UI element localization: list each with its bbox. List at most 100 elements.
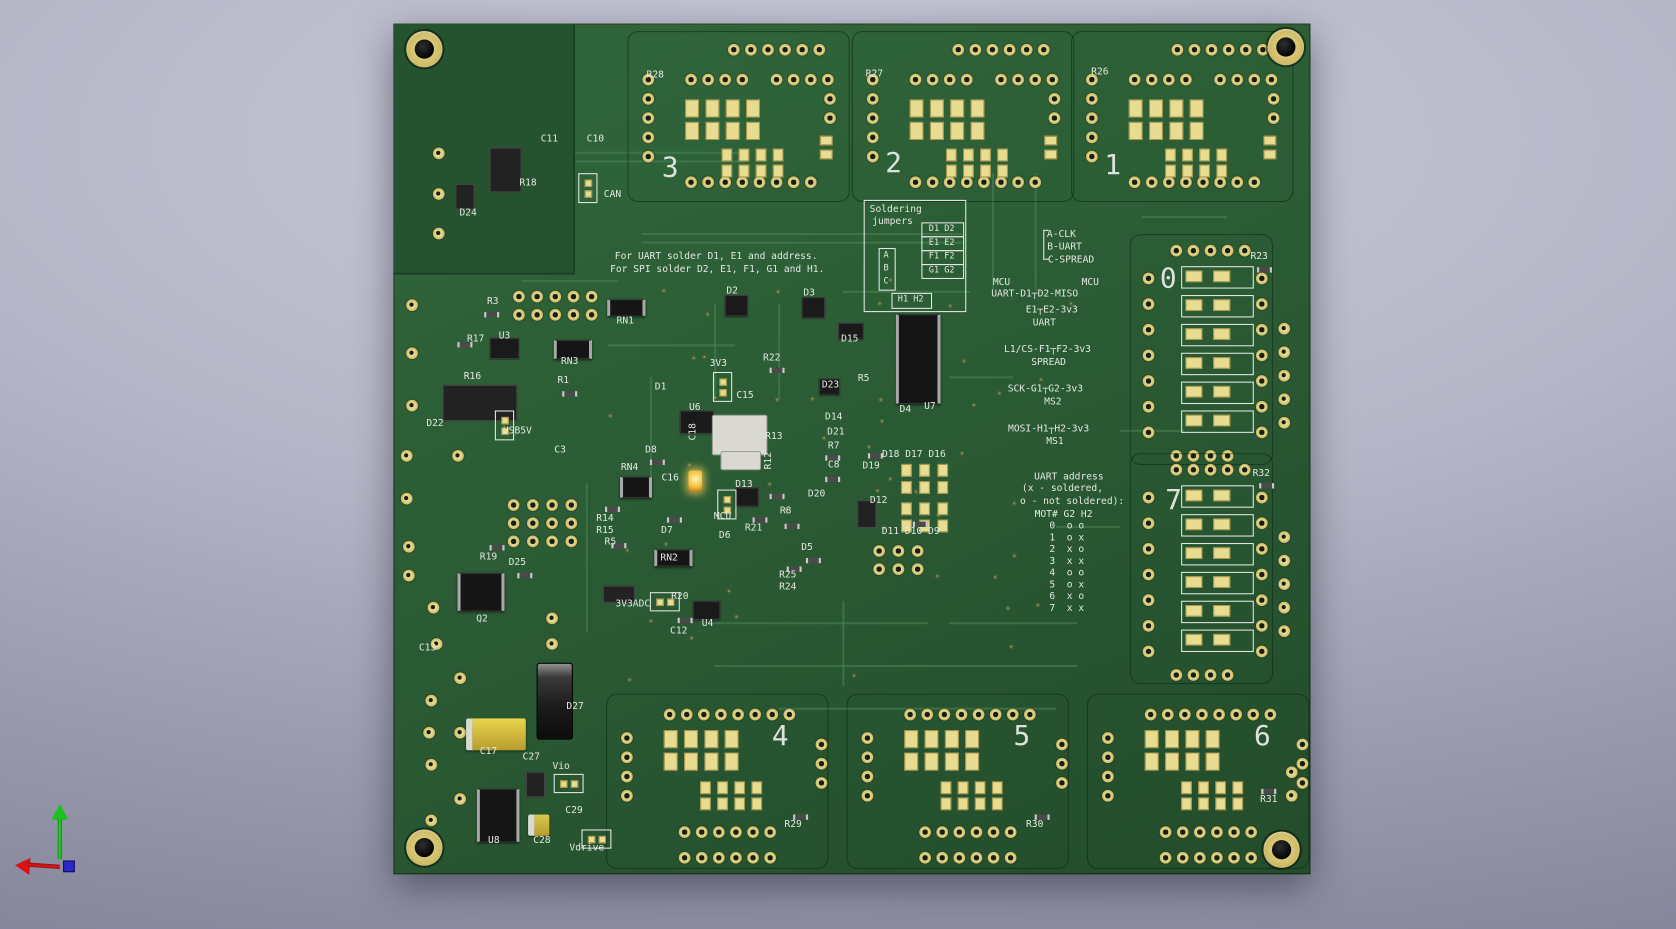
- mounting-hole: [406, 829, 443, 866]
- silkscreen-label: D19: [862, 461, 880, 472]
- silkscreen-box: [921, 264, 965, 279]
- chip-resistor: [769, 493, 785, 500]
- through-hole-pad: [1145, 73, 1158, 86]
- through-hole-pad: [1255, 619, 1268, 632]
- via: [867, 444, 872, 449]
- solder-jumper: [494, 410, 515, 441]
- silkscreen-label: D23: [821, 379, 840, 391]
- through-hole-pad: [921, 708, 934, 721]
- chip-resistor: [793, 814, 809, 820]
- through-hole-pad: [1170, 449, 1183, 462]
- through-hole-pad: [730, 826, 742, 839]
- silkscreen-label: R19: [479, 552, 498, 563]
- smd-pad: [704, 752, 719, 771]
- through-hole-pad: [1159, 826, 1172, 839]
- smd-pad: [957, 781, 969, 795]
- through-hole-pad: [697, 708, 710, 721]
- pad-pair-outline: [1181, 410, 1254, 433]
- smd-pad: [663, 752, 678, 771]
- trace: [842, 600, 845, 687]
- through-hole-pad: [1204, 669, 1217, 681]
- silkscreen-label: D4: [899, 404, 912, 416]
- through-hole-pad: [1170, 463, 1183, 476]
- smd-pad: [957, 797, 969, 811]
- through-hole-pad: [1004, 826, 1017, 839]
- smd-pad: [1213, 299, 1231, 312]
- via: [875, 488, 880, 493]
- via: [878, 397, 883, 403]
- silkscreen-box: [1043, 229, 1049, 260]
- silkscreen-label: D27: [566, 701, 584, 713]
- silkscreen-label: F1 F2: [928, 251, 955, 261]
- silkscreen-label: MOT# G2 H2: [1034, 509, 1093, 521]
- through-hole-pad: [861, 770, 874, 783]
- smd-pad: [1213, 633, 1231, 646]
- smd-pad: [970, 121, 985, 141]
- through-hole-pad: [531, 290, 543, 303]
- smd-pad: [937, 463, 949, 477]
- silkscreen-label: C10: [586, 134, 605, 145]
- silkscreen-label: R5: [604, 537, 617, 548]
- through-hole-pad: [1161, 708, 1174, 721]
- trace: [575, 151, 747, 154]
- through-hole-pad: [642, 73, 655, 86]
- jumper-pad: [500, 427, 509, 435]
- trace: [714, 664, 1078, 667]
- through-hole-pad: [1255, 375, 1268, 387]
- through-hole-pad: [1142, 568, 1155, 581]
- chip-resistor: [825, 476, 841, 483]
- through-hole-pad: [1142, 542, 1155, 555]
- smd-pad: [1182, 148, 1193, 162]
- through-hole-pad: [753, 176, 766, 189]
- mounting-hole: [1263, 831, 1300, 868]
- through-hole-pad: [911, 563, 924, 576]
- through-hole-pad: [919, 826, 931, 839]
- silkscreen-label: C3: [554, 445, 566, 456]
- through-hole-pad: [943, 176, 956, 189]
- silkscreen-label: D1 D2: [928, 223, 955, 234]
- silkscreen-label: R13: [765, 431, 783, 442]
- smd-pad: [1216, 164, 1228, 178]
- through-hole-pad: [1255, 542, 1268, 555]
- through-hole-pad: [1023, 708, 1036, 721]
- through-hole-pad: [1029, 73, 1042, 86]
- smd-pad: [901, 502, 912, 516]
- silkscreen-label: D2: [726, 285, 738, 297]
- trace: [575, 160, 747, 163]
- through-hole-pad: [1056, 738, 1068, 751]
- section-number: 5: [1013, 720, 1031, 753]
- through-hole-pad: [712, 851, 725, 864]
- through-hole-pad: [1142, 619, 1155, 632]
- soldering-jumpers-subtitle: jumpers: [872, 216, 913, 228]
- through-hole-pad: [685, 73, 697, 86]
- through-hole-pad: [938, 708, 951, 721]
- component-ic: [457, 572, 505, 612]
- chip-resistor: [489, 545, 505, 551]
- silkscreen-label: R8: [779, 506, 792, 517]
- jumper-pad: [598, 835, 606, 843]
- smd-pad: [997, 164, 1008, 178]
- through-hole-pad: [969, 43, 982, 56]
- via: [881, 525, 886, 530]
- through-hole-pad: [787, 73, 800, 86]
- component-ic: [619, 476, 653, 499]
- trace: [991, 173, 995, 291]
- silkscreen-label: U4: [701, 618, 714, 630]
- through-hole-pad: [565, 535, 578, 548]
- component-smallic: [838, 322, 864, 340]
- via: [809, 396, 815, 401]
- through-hole-pad: [787, 176, 800, 189]
- silkscreen-label: G1 G2: [928, 265, 955, 275]
- through-hole-pad: [567, 290, 580, 303]
- trace: [714, 303, 717, 400]
- through-hole-pad: [1193, 826, 1206, 839]
- smd-pad: [1215, 797, 1227, 811]
- via: [888, 278, 893, 283]
- silkscreen-label: D1: [654, 382, 667, 393]
- via: [1035, 602, 1040, 607]
- through-hole-pad: [1204, 244, 1217, 257]
- silkscreen-label: D20: [807, 489, 826, 500]
- smd-pad: [1149, 121, 1163, 141]
- through-hole-pad: [936, 826, 949, 839]
